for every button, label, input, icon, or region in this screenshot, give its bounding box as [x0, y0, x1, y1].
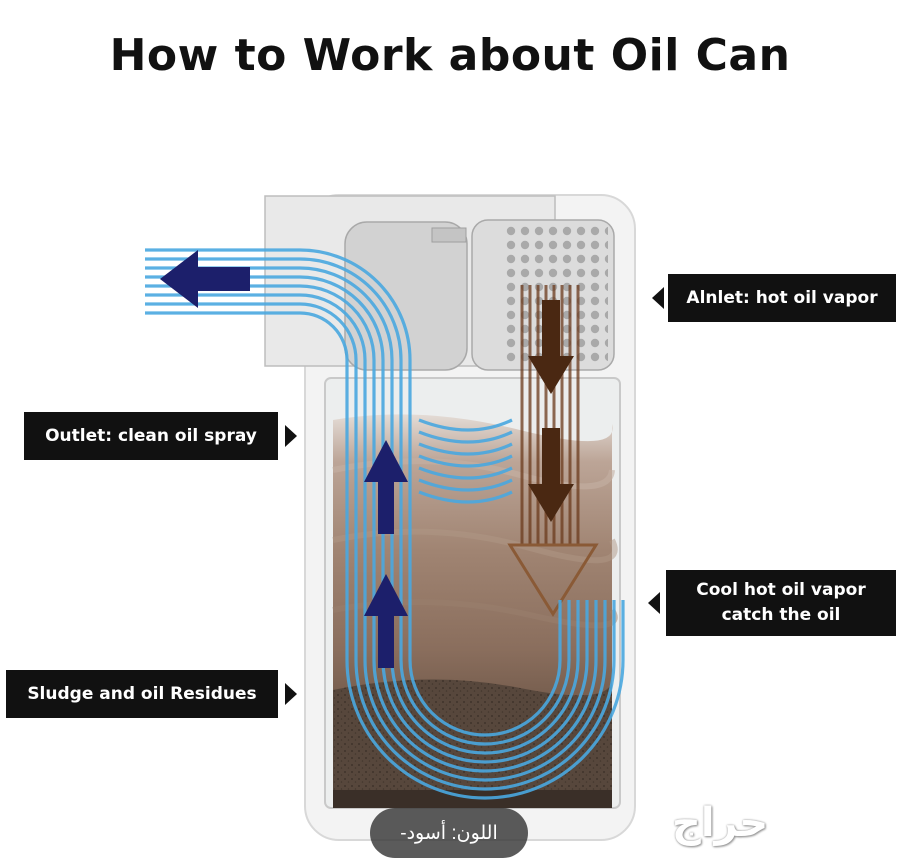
callout-sludge-pointer — [285, 683, 297, 705]
callout-cool-pointer — [648, 592, 660, 614]
callout-outlet: Outlet: clean oil spray — [24, 412, 278, 460]
callout-sludge: Sludge and oil Residues — [6, 670, 278, 718]
callout-cool-line2: catch the oil — [721, 605, 841, 625]
outlet-arrow-left — [160, 250, 250, 308]
callout-cool-line1: Cool hot oil vapor — [696, 580, 866, 600]
hot-vapor-arrow-outline — [507, 543, 599, 617]
callout-outlet-text: Outlet: clean oil spray — [45, 425, 257, 446]
diagram-title: How to Work about Oil Can — [109, 30, 791, 81]
callout-inlet-pointer — [652, 287, 664, 309]
hot-vapor-arrow-2 — [528, 428, 574, 522]
callout-inlet: Alnlet: hot oil vapor — [668, 274, 896, 322]
callout-cool-vapor: Cool hot oil vapor catch the oil — [666, 570, 896, 636]
clean-flow-lines — [145, 248, 625, 800]
watermark-logo: حراج — [672, 801, 769, 845]
upflow-arrow-lower — [364, 574, 408, 668]
upflow-arrow-upper — [364, 440, 408, 534]
callout-outlet-pointer — [285, 425, 297, 447]
color-label-pill: اللون: أسود- — [370, 808, 528, 858]
color-label-text: اللون: أسود- — [400, 822, 498, 844]
inner-lid-left — [344, 221, 468, 371]
callout-inlet-text: Alnlet: hot oil vapor — [686, 287, 878, 308]
callout-sludge-text: Sludge and oil Residues — [27, 683, 257, 704]
hot-vapor-arrow-1 — [528, 300, 574, 394]
